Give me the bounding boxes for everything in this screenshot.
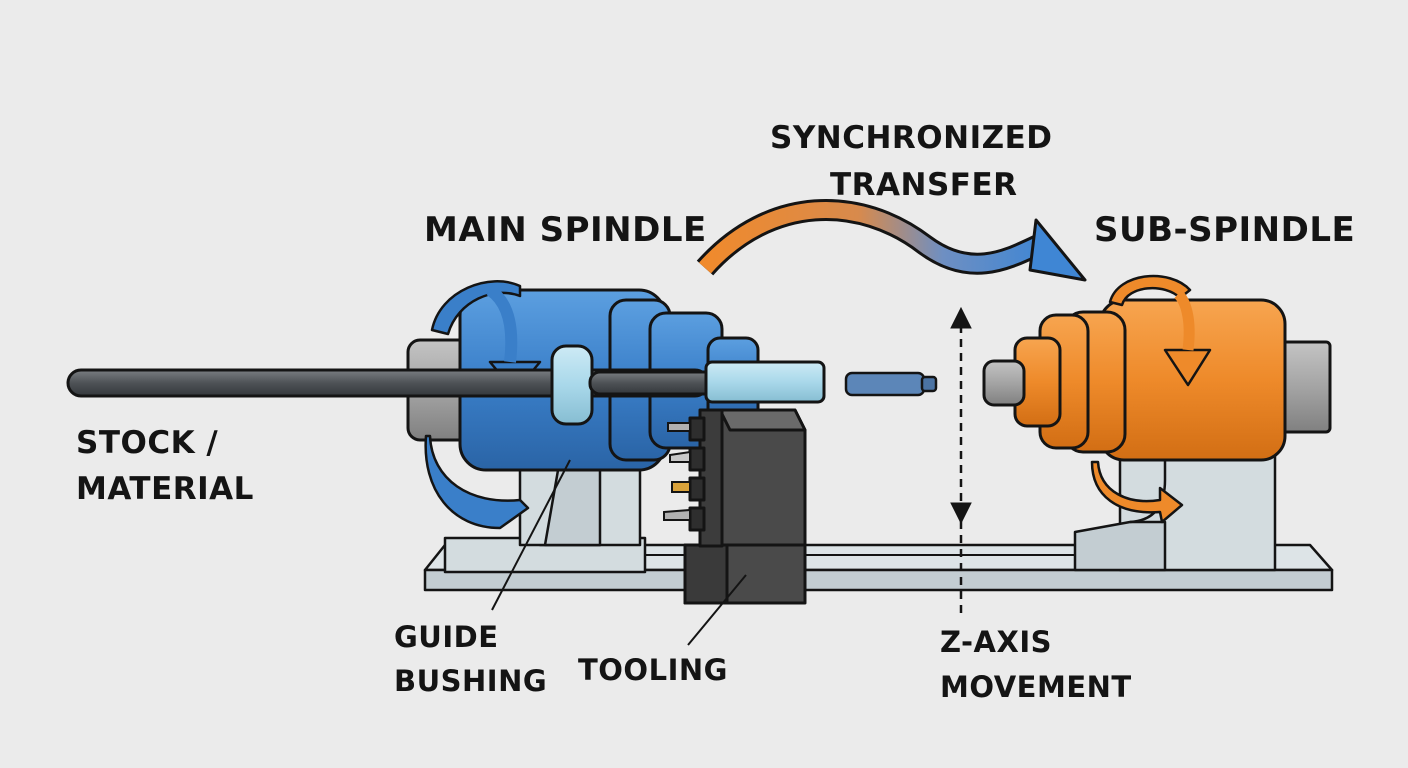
tooling-label: TOOLING: [578, 653, 728, 687]
leader-lines: [491, 459, 747, 646]
machined-workpiece: [704, 360, 826, 404]
cutting-tools: [663, 422, 691, 521]
z-axis-arrow-icon: [950, 306, 972, 615]
sub-spindle-pedestal: [1073, 438, 1277, 572]
tool-block: [683, 408, 807, 605]
synchronized-transfer-label-line2: TRANSFER: [830, 167, 1018, 203]
z-axis-movement-label-line2: MOVEMENT: [940, 670, 1132, 704]
sub-spindle-label: SUB-SPINDLE: [1094, 210, 1356, 250]
synchronized-transfer-label-line1: SYNCHRONIZED: [770, 120, 1053, 156]
main-spindle-label: MAIN SPINDLE: [424, 210, 707, 250]
guide-bushing: [550, 344, 594, 426]
transfer-arrow-icon: [696, 199, 1087, 282]
guide-bushing-label-line1: GUIDE: [394, 620, 499, 654]
stock-material-label-line1: STOCK /: [76, 425, 219, 461]
sub-spindle: [982, 298, 1332, 462]
sub-spindle-rotation-icon: [1090, 274, 1212, 524]
transferred-part: [844, 371, 938, 397]
stock-material-label-line2: MATERIAL: [76, 471, 254, 507]
z-axis-movement-label-line1: Z-AXIS: [940, 625, 1053, 659]
stock-bar-extension: [588, 370, 722, 396]
guide-bushing-label-line2: BUSHING: [394, 664, 548, 698]
